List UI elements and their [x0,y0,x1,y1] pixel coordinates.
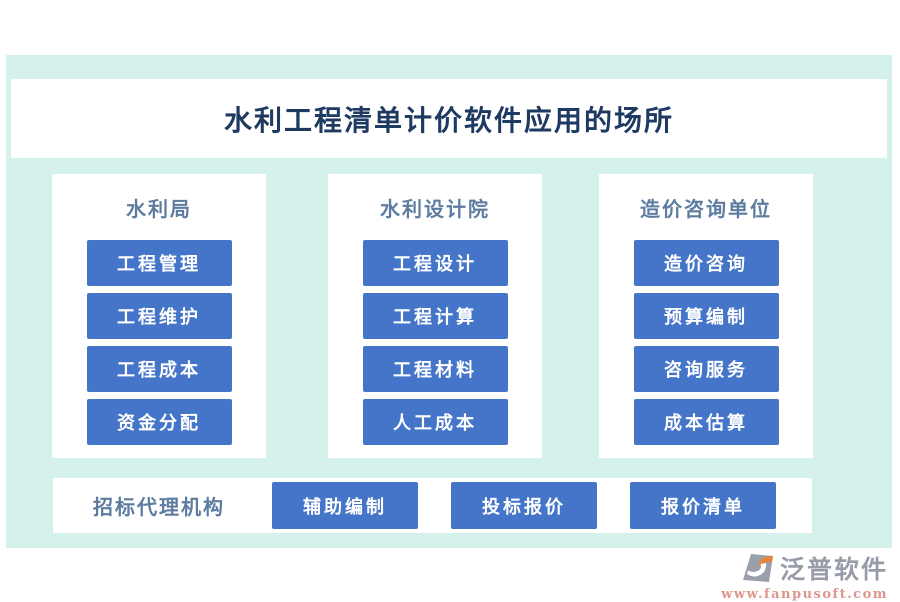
button-engineering-calculation[interactable]: 工程计算 [362,293,508,339]
button-cost-consulting[interactable]: 造价咨询 [633,240,779,286]
button-auxiliary-preparation[interactable]: 辅助编制 [272,482,418,529]
column-water-design-institute: 水利设计院 工程设计 工程计算 工程材料 人工成本 [328,174,542,458]
button-quotation-list[interactable]: 报价清单 [630,482,776,529]
button-engineering-design[interactable]: 工程设计 [362,240,508,286]
title-bar: 水利工程清单计价软件应用的场所 [11,79,887,158]
page-title: 水利工程清单计价软件应用的场所 [223,103,674,137]
fanpu-swirl-icon [742,554,773,582]
bidding-agency-bar: 招标代理机构 辅助编制 投标报价 报价清单 [53,478,812,533]
column-header-water-design-institute: 水利设计院 [380,197,490,221]
button-engineering-materials[interactable]: 工程材料 [362,346,508,392]
brand-url-link[interactable]: www.fanpusoft.com [721,587,888,602]
button-budget-preparation[interactable]: 预算编制 [633,293,779,339]
button-project-cost[interactable]: 工程成本 [86,346,232,392]
column-water-conservancy-bureau: 水利局 工程管理 工程维护 工程成本 资金分配 [52,174,266,458]
button-labor-cost[interactable]: 人工成本 [362,399,508,445]
bidding-agency-label: 招标代理机构 [93,495,225,519]
button-fund-allocation[interactable]: 资金分配 [86,399,232,445]
diagram-panel: 水利工程清单计价软件应用的场所 水利局 工程管理 工程维护 工程成本 资金分配 … [6,55,892,548]
column-header-cost-consulting-unit: 造价咨询单位 [640,197,772,221]
button-bid-quotation[interactable]: 投标报价 [451,482,597,529]
button-project-maintenance[interactable]: 工程维护 [86,293,232,339]
button-project-management[interactable]: 工程管理 [86,240,232,286]
brand-name: 泛普软件 [779,555,888,584]
column-header-water-conservancy-bureau: 水利局 [126,197,192,221]
column-cost-consulting-unit: 造价咨询单位 造价咨询 预算编制 咨询服务 成本估算 [599,174,813,458]
footer-brand-block: 泛普软件 www.fanpusoft.com [721,550,888,602]
button-consulting-service[interactable]: 咨询服务 [633,346,779,392]
button-cost-estimation[interactable]: 成本估算 [633,399,779,445]
